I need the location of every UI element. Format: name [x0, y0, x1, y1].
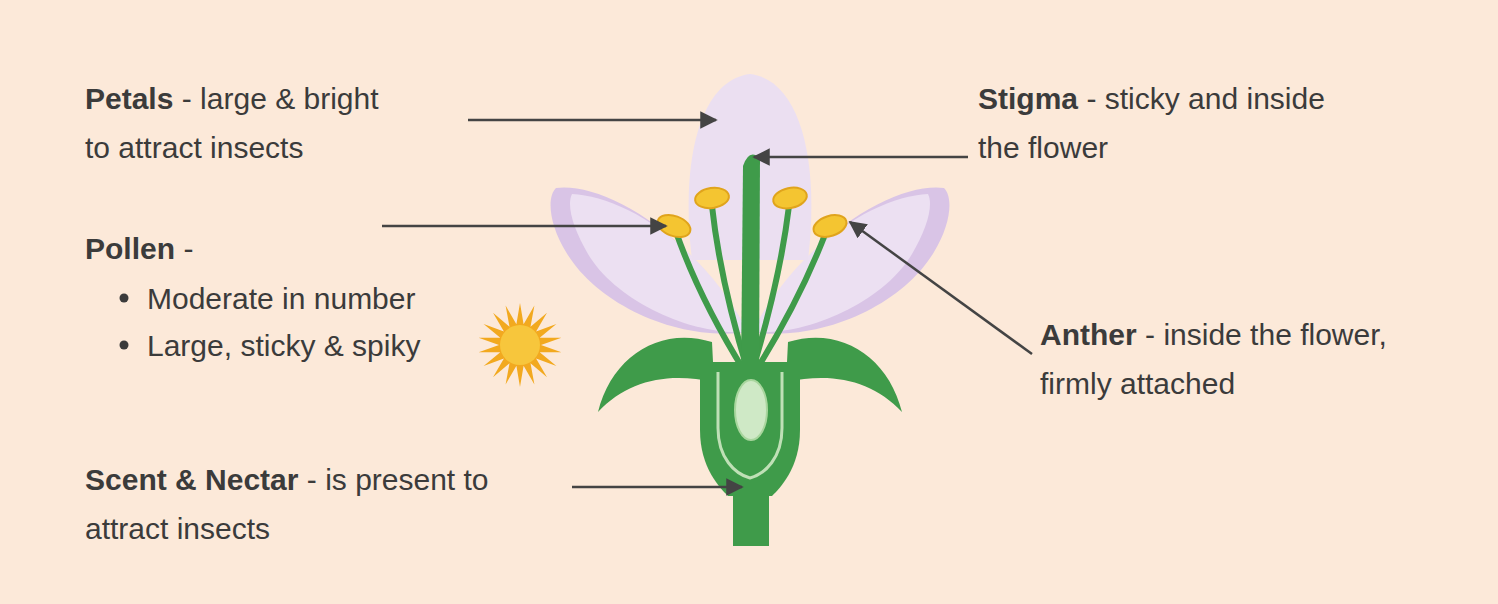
- ovary-wall: [718, 372, 782, 478]
- style-stigma: [741, 154, 760, 372]
- leader-line: [382, 120, 1032, 487]
- label-group: Pollen-: [85, 224, 385, 273]
- part-name: Stigma: [978, 82, 1078, 115]
- label-group: Petals- large & bright to attract insect…: [85, 74, 403, 172]
- part-name: Petals: [85, 82, 173, 115]
- label-group: Anther- inside the flower, firmly attach…: [1040, 310, 1425, 408]
- part-name: Pollen: [85, 232, 175, 265]
- stem: [733, 490, 769, 546]
- label-group: Large, sticky & spiky: [147, 321, 477, 370]
- pollen-grain-icon: [479, 303, 562, 387]
- pollen-spikes: [479, 303, 562, 387]
- part-name: Scent & Nectar: [85, 463, 298, 496]
- part-name: Anther: [1040, 318, 1137, 351]
- label-group: Stigma- sticky and inside the flower: [978, 74, 1350, 172]
- part-description: -: [183, 232, 193, 265]
- sepal: [598, 338, 714, 412]
- ovary: [700, 362, 800, 496]
- bullet-dot: [120, 294, 129, 303]
- part-description: Moderate in number: [147, 282, 415, 315]
- anther: [655, 185, 850, 242]
- bullet-dot: [120, 341, 129, 350]
- sepal: [786, 338, 902, 412]
- pollen-core: [500, 325, 540, 365]
- part-description: Large, sticky & spiky: [147, 329, 420, 362]
- label-group: Moderate in number: [147, 274, 487, 323]
- label-group: Scent & Nectar- is present to attract in…: [85, 455, 530, 553]
- ovule: [735, 380, 767, 440]
